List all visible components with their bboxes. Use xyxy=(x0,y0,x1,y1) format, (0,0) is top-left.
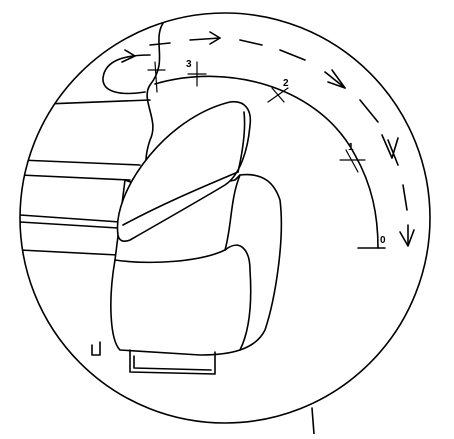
leader-line xyxy=(312,408,314,434)
arrow-head-2 xyxy=(328,70,345,88)
position-label-2: 2 xyxy=(283,78,289,89)
sofa-illustration xyxy=(20,20,281,374)
arrow-head-4 xyxy=(400,230,414,246)
position-label-3: 3 xyxy=(186,59,192,70)
position-label-1: 1 xyxy=(348,142,354,153)
position-label-0: 0 xyxy=(380,235,386,246)
